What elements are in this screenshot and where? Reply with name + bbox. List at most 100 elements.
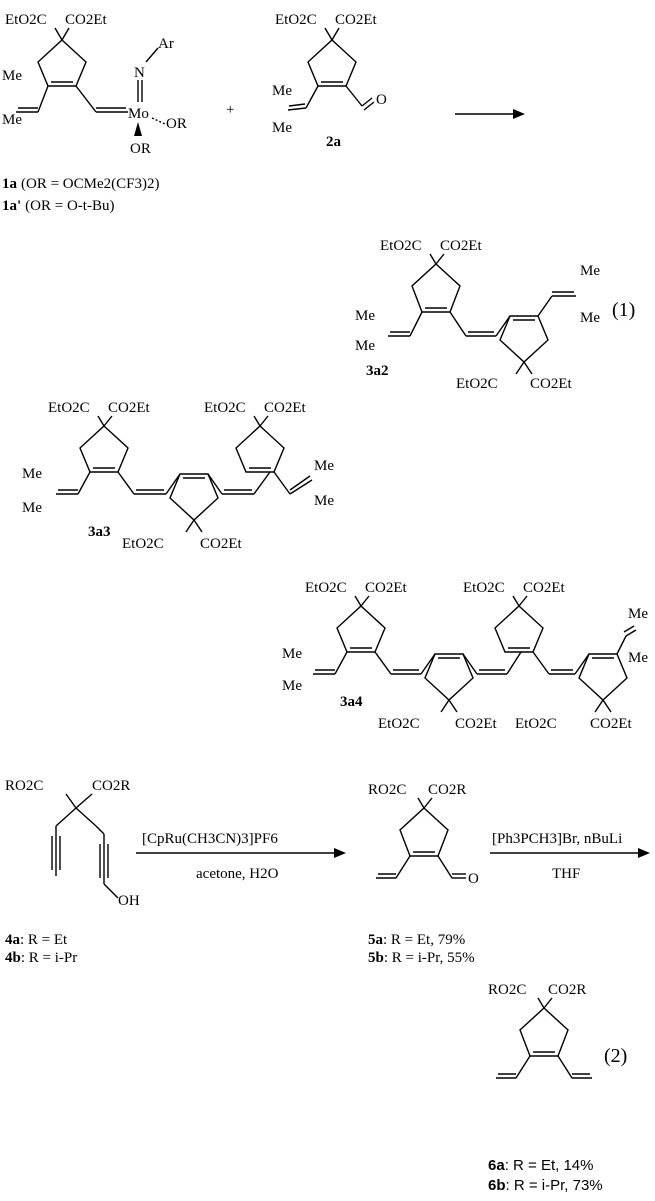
- methyl-label: Me: [282, 646, 302, 662]
- ester-label: EtO2C: [5, 12, 47, 28]
- compound-id: 3a2: [366, 363, 389, 379]
- compound-4: RO2C CO2R OH 4a: R = Et 4b: R = i-Pr: [5, 778, 140, 966]
- methyl-label: Me: [272, 120, 292, 136]
- compound-3a2: EtO2C CO2Et Me Me Me Me EtO2C CO2Et 3a2: [355, 238, 600, 392]
- ester-label: EtO2C: [204, 400, 246, 416]
- compound-description: (OR = O-t-Bu): [25, 198, 114, 214]
- ester-label: RO2C: [5, 778, 43, 794]
- alkoxide-label: OR: [166, 116, 187, 132]
- compound-id: 5a: [368, 932, 384, 948]
- compound-id: 1a: [2, 176, 18, 192]
- cyclopentene-ring: [499, 315, 549, 363]
- ester-label: CO2Et: [365, 580, 408, 596]
- compound-id: 3a3: [88, 524, 111, 540]
- ester-label: CO2Et: [530, 376, 573, 392]
- methyl-label: Me: [628, 606, 648, 622]
- ester-label: EtO2C: [378, 716, 420, 732]
- compound-description: : R = i-Pr, 55%: [384, 950, 475, 966]
- methyl-label: Me: [2, 112, 22, 128]
- ester-label: CO2Et: [455, 716, 498, 732]
- ester-label: EtO2C: [380, 238, 422, 254]
- ester-label: CO2Et: [108, 400, 151, 416]
- conditions-label: THF: [552, 866, 580, 882]
- compound-description: : R = Et, 14%: [505, 1157, 594, 1174]
- equation-number: (2): [604, 1045, 627, 1067]
- ester-label: CO2R: [428, 782, 466, 798]
- molybdenum-label: Mo: [128, 106, 149, 122]
- equation-number: (1): [612, 299, 635, 321]
- cyclopentene-ring: [336, 605, 386, 653]
- cyclopentene-ring: [424, 653, 474, 701]
- reaction-arrow: [455, 109, 525, 119]
- ester-label: CO2R: [92, 778, 130, 794]
- aryl-label: Ar: [158, 36, 174, 52]
- ester-label: EtO2C: [305, 580, 347, 596]
- wedge-bond: [134, 122, 142, 136]
- ester-label: CO2Et: [335, 12, 378, 28]
- alkoxide-label: OR: [130, 141, 151, 157]
- methyl-label: Me: [282, 678, 302, 694]
- svg-text:5b: R = i-Pr, 55%: 5b: R = i-Pr, 55%: [368, 950, 475, 966]
- cyclopentene-ring: [79, 425, 129, 473]
- ester-label: EtO2C: [456, 376, 498, 392]
- svg-text:6b: R = i-Pr, 73%: 6b: R = i-Pr, 73%: [488, 1177, 603, 1194]
- methyl-label: Me: [22, 500, 42, 516]
- methyl-label: Me: [580, 310, 600, 326]
- compound-5: RO2C CO2R O 5a: R = Et, 79% 5b: R = i-Pr…: [368, 782, 479, 966]
- cyclopentene-ring: [494, 605, 544, 653]
- oxygen-label: O: [376, 92, 387, 108]
- methyl-label: Me: [355, 308, 375, 324]
- svg-text:1a'(OR = O-t-Bu): 1a'(OR = O-t-Bu): [2, 198, 114, 214]
- compound-id: 4a: [5, 932, 21, 948]
- methyl-label: Me: [628, 650, 648, 666]
- compound-id: 6a: [488, 1157, 505, 1174]
- ester-label: RO2C: [488, 982, 526, 998]
- compound-description: : R = i-Pr, 73%: [506, 1177, 603, 1194]
- compound-id: 2a: [326, 134, 342, 150]
- reaction-arrow: [Ph3PCH3]Br, nBuLi THF: [490, 831, 650, 882]
- nitrogen-label: N: [134, 65, 145, 81]
- svg-text:6a: R = Et, 14%: 6a: R = Et, 14%: [488, 1157, 593, 1174]
- cyclopentene-ring: [235, 425, 285, 473]
- oxygen-label: O: [468, 871, 479, 887]
- ester-label: CO2Et: [65, 12, 108, 28]
- cyclopentene-ring: [169, 473, 219, 521]
- ester-label: EtO2C: [275, 12, 317, 28]
- ester-label: CO2Et: [200, 536, 243, 552]
- cyclopentene-ring: [519, 1007, 569, 1057]
- ester-label: CO2Et: [440, 238, 483, 254]
- compound-id: 6b: [488, 1177, 506, 1194]
- methyl-label: Me: [355, 338, 375, 354]
- compound-1a: EtO2C CO2Et Me Me Mo N Ar OR OR 1a(OR = …: [2, 12, 187, 214]
- compound-id: 3a4: [340, 694, 363, 710]
- compound-2a: EtO2C CO2Et Me Me O 2a: [272, 12, 387, 150]
- svg-text:4a: R = Et: 4a: R = Et: [5, 932, 68, 948]
- compound-id: 5b: [368, 950, 384, 966]
- reaction-arrow: [CpRu(CH3CN)3]PF6 acetone, H2O: [136, 831, 346, 882]
- methyl-label: Me: [580, 263, 600, 279]
- hydroxyl-label: OH: [118, 893, 140, 909]
- reagent-label: [Ph3PCH3]Br, nBuLi: [492, 831, 622, 847]
- cyclopentene-ring: [578, 653, 628, 701]
- ester-label: CO2Et: [523, 580, 566, 596]
- ester-label: EtO2C: [463, 580, 505, 596]
- compound-6: RO2C CO2R 6a: R = Et, 14% 6b: R = i-Pr, …: [488, 982, 603, 1194]
- methyl-label: Me: [2, 68, 22, 84]
- ester-label: EtO2C: [122, 536, 164, 552]
- compound-3a3: EtO2C CO2Et Me Me EtO2C CO2Et EtO2C CO2E…: [22, 400, 334, 552]
- ester-label: CO2Et: [590, 716, 633, 732]
- compound-id: 4b: [5, 950, 21, 966]
- conditions-label: acetone, H2O: [196, 866, 279, 882]
- methyl-label: Me: [314, 493, 334, 509]
- cyclopentene-ring: [37, 39, 87, 87]
- cyclopentene-ring: [307, 39, 357, 87]
- reagent-label: [CpRu(CH3CN)3]PF6: [142, 831, 278, 847]
- svg-text:1a(OR = OCMe2(CF3)2): 1a(OR = OCMe2(CF3)2): [2, 176, 159, 192]
- compound-id: 1a': [2, 198, 21, 214]
- compound-description: (OR = OCMe2(CF3)2): [21, 176, 159, 192]
- svg-text:4b: R = i-Pr: 4b: R = i-Pr: [5, 950, 77, 966]
- methyl-label: Me: [314, 458, 334, 474]
- methyl-label: Me: [272, 83, 292, 99]
- ester-label: CO2Et: [264, 400, 307, 416]
